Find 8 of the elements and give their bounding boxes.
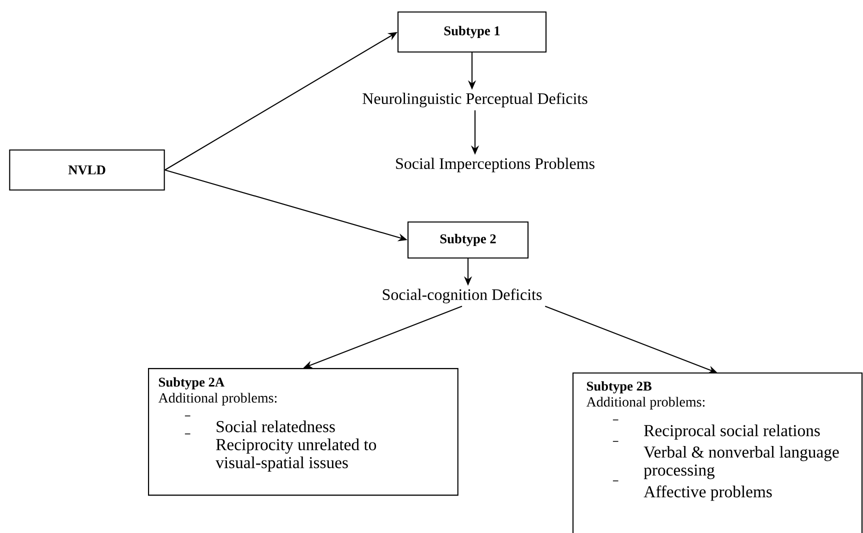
label-box: Subtype 2 — [407, 221, 529, 259]
text-label: Social Imperceptions Problems — [396, 158, 594, 172]
label-box: Subtype 1 — [397, 11, 547, 53]
description-box: Subtype 2B Additional problems: Reciprocal social relations Verbal & nonverbal language processing Affective problems — [572, 372, 863, 533]
text-label: Social-cognition Deficits — [382, 288, 542, 304]
description-box: Subtype 2A Additional problems: Social relatedness Reciprocity unrelated to visual-spatial issues — [148, 368, 458, 496]
label-box: NVLD — [9, 149, 165, 191]
text-label: Neurolinguistic Perceptual Deficits — [362, 92, 588, 108]
